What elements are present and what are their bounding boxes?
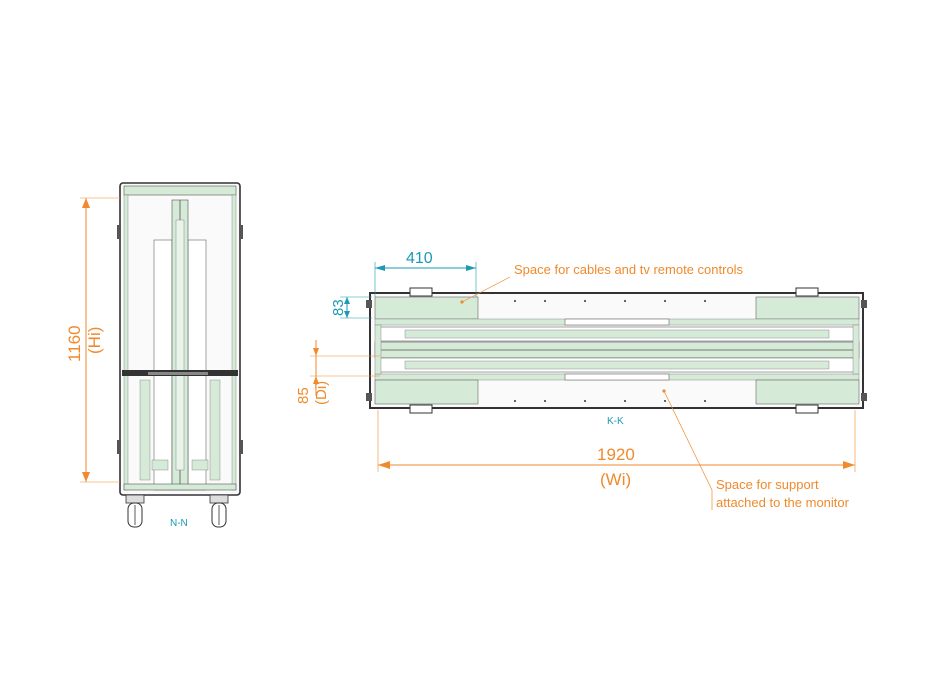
- height-value: 1160: [65, 325, 84, 362]
- cables-note: Space for cables and tv remote controls: [514, 262, 744, 277]
- side-view-section-label: N-N: [170, 518, 188, 529]
- top-view-case: [366, 287, 867, 414]
- side-view-case: [117, 182, 243, 496]
- top-view-section-label: K-K: [607, 416, 624, 427]
- width-value: 1920: [597, 445, 635, 464]
- caster-left: [125, 494, 145, 528]
- inner-depth-dimension: [310, 340, 380, 396]
- support-note-line-1: Space for support: [716, 477, 819, 492]
- compartment-width-dimension: [374, 262, 477, 297]
- compartment-depth-value: 83: [330, 299, 347, 316]
- cables-note-leader: [460, 276, 511, 304]
- compartment-width-value: 410: [406, 250, 433, 267]
- support-note-line-2: attached to the monitor: [716, 495, 850, 510]
- support-note-leader: [662, 389, 713, 510]
- caster-right: [209, 494, 229, 528]
- height-dimension: [80, 197, 120, 483]
- height-symbol: (Hi): [85, 327, 104, 354]
- inner-depth-symbol: (Di): [313, 381, 330, 405]
- width-symbol: (Wi): [600, 470, 631, 489]
- width-dimension: [377, 410, 856, 472]
- inner-depth-value: 85: [295, 387, 312, 404]
- compartment-depth-dimension: [340, 296, 372, 319]
